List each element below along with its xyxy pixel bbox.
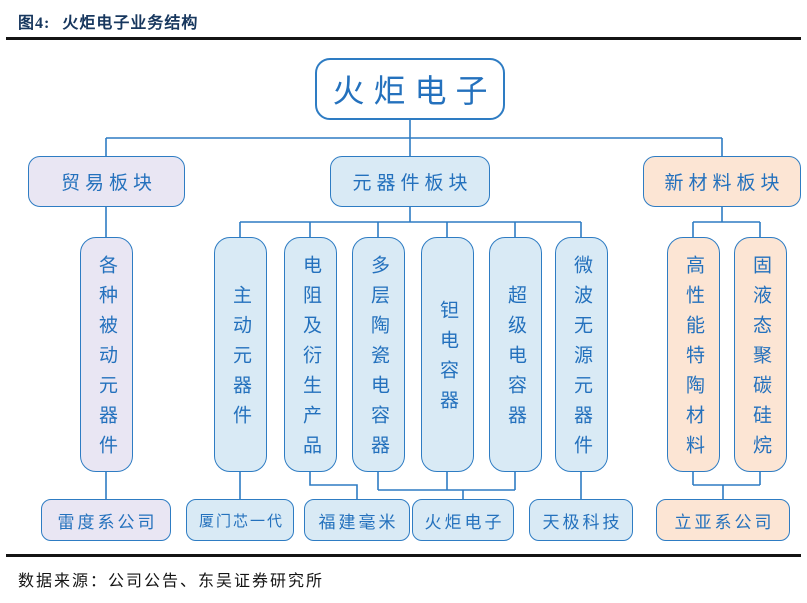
node-business-tantalum-capacitors: 钽电容器 xyxy=(421,237,474,472)
node-root-company: 火炬电子 xyxy=(315,58,505,120)
data-source-note: 数据来源：公司公告、东吴证券研究所 xyxy=(18,573,325,590)
node-label: 元器件板块 xyxy=(352,173,473,194)
node-label: 电阻及衍生产品 xyxy=(300,255,321,465)
node-company-liya: 立亚系公司 xyxy=(656,499,790,541)
node-label: 超级电容器 xyxy=(505,285,526,435)
node-label: 厦门芯一代 xyxy=(198,513,284,530)
node-business-ceramic-materials: 高性能特陶材料 xyxy=(667,237,720,472)
node-label: 立亚系公司 xyxy=(674,512,775,532)
node-segment-components: 元器件板块 xyxy=(330,156,490,207)
node-business-active-components: 主动元器件 xyxy=(214,237,267,472)
node-label: 高性能特陶材料 xyxy=(683,255,704,465)
node-label: 福建毫米 xyxy=(318,512,399,532)
node-label: 钽电容器 xyxy=(437,300,458,420)
node-company-tianji-keji: 天极科技 xyxy=(529,499,633,541)
figure-title-text: 火炬电子业务结构 xyxy=(62,15,199,32)
node-label: 各种被动元器件 xyxy=(96,255,117,465)
node-segment-new-materials: 新材料板块 xyxy=(643,156,801,207)
node-company-fujian-haomi: 福建毫米 xyxy=(304,499,410,541)
node-segment-trade: 贸易板块 xyxy=(28,156,185,207)
node-label: 火炬电子 xyxy=(424,512,505,532)
node-business-supercapacitors: 超级电容器 xyxy=(489,237,542,472)
node-company-huoju-dianzi: 火炬电子 xyxy=(412,499,514,541)
node-label: 新材料板块 xyxy=(664,173,785,194)
node-label: 雷度系公司 xyxy=(57,512,158,532)
node-company-xiamen-xinyidai: 厦门芯一代 xyxy=(186,499,294,541)
node-label: 多层陶瓷电容器 xyxy=(368,255,389,465)
bottom-divider xyxy=(6,554,801,557)
node-label: 火炬电子 xyxy=(332,73,497,109)
top-divider xyxy=(6,37,801,40)
node-business-microwave-passive: 微波无源元器件 xyxy=(555,237,608,472)
node-label: 主动元器件 xyxy=(230,285,251,435)
node-business-resistors: 电阻及衍生产品 xyxy=(284,237,337,472)
figure-title: 图4: 火炬电子业务结构 xyxy=(18,9,198,33)
node-label: 天极科技 xyxy=(542,512,623,532)
node-business-passive-components: 各种被动元器件 xyxy=(80,237,133,472)
node-label: 微波无源元器件 xyxy=(571,255,592,465)
node-business-mlcc: 多层陶瓷电容器 xyxy=(352,237,405,472)
node-business-polycarbosilane: 固液态聚碳硅烷 xyxy=(734,237,787,472)
node-label: 贸易板块 xyxy=(60,173,157,194)
node-label: 固液态聚碳硅烷 xyxy=(750,255,771,465)
node-company-leidu: 雷度系公司 xyxy=(41,499,171,541)
figure-number-label: 图4: xyxy=(18,15,51,32)
